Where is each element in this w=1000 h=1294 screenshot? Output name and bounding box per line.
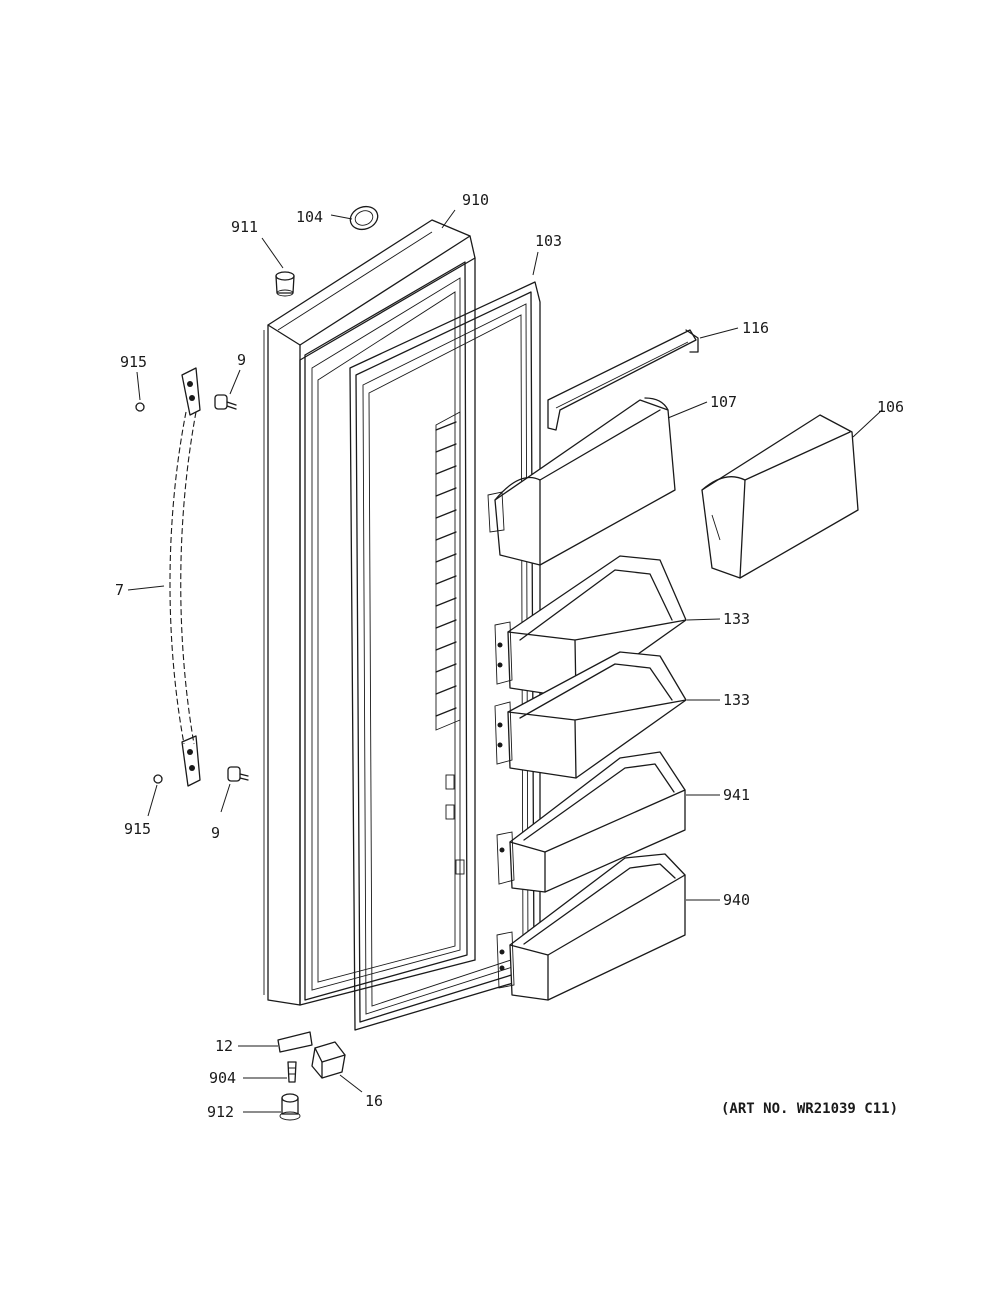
- door-bin-941: [496, 751, 686, 893]
- door-stop: [311, 1041, 346, 1079]
- callout-9-top: 9: [237, 351, 246, 369]
- hinge-ring: [349, 205, 379, 231]
- plug-bottom: [153, 774, 163, 784]
- door-outer-panel: [263, 219, 476, 1006]
- callout-16: 16: [365, 1092, 383, 1110]
- dairy-bin: [487, 397, 676, 566]
- callout-940: 940: [723, 891, 750, 909]
- callout-912: 912: [207, 1103, 234, 1121]
- hinge-cap-top: [275, 271, 295, 297]
- door-bin-lower: [494, 651, 687, 779]
- callout-910: 910: [462, 191, 489, 209]
- callout-911: 911: [231, 218, 258, 236]
- callout-7: 7: [115, 581, 124, 599]
- door-handle: [169, 367, 201, 787]
- handle-screw-bottom: [227, 766, 249, 782]
- callout-labels: 910 104 911 103 116 915 9 107 106 7 133 …: [115, 191, 904, 1121]
- door-bin-940: [496, 853, 686, 1001]
- callout-133-upper: 133: [723, 610, 750, 628]
- callout-915-top: 915: [120, 353, 147, 371]
- dairy-door-cover: [701, 414, 859, 579]
- callout-9-bottom: 9: [211, 824, 220, 842]
- callout-941: 941: [723, 786, 750, 804]
- leader-lines: [127, 209, 883, 1113]
- hinge-bushing-bottom: [279, 1093, 301, 1121]
- handle-screw-top: [214, 394, 237, 410]
- callout-133-lower: 133: [723, 691, 750, 709]
- hinge-pin: [287, 1061, 297, 1083]
- bin-rail: [547, 329, 699, 431]
- callout-12: 12: [215, 1037, 233, 1055]
- door-bin-upper: [494, 555, 687, 699]
- callout-107: 107: [710, 393, 737, 411]
- callout-104: 104: [296, 208, 323, 226]
- callout-106: 106: [877, 398, 904, 416]
- callout-904: 904: [209, 1069, 236, 1087]
- callout-915-bottom: 915: [124, 820, 151, 838]
- callout-116: 116: [742, 319, 769, 337]
- art-number: (ART NO. WR21039 C11): [721, 1101, 898, 1117]
- plug-top: [135, 402, 145, 412]
- door-liner-supports: [435, 411, 465, 875]
- hinge-shim: [277, 1031, 313, 1053]
- callout-103: 103: [535, 232, 562, 250]
